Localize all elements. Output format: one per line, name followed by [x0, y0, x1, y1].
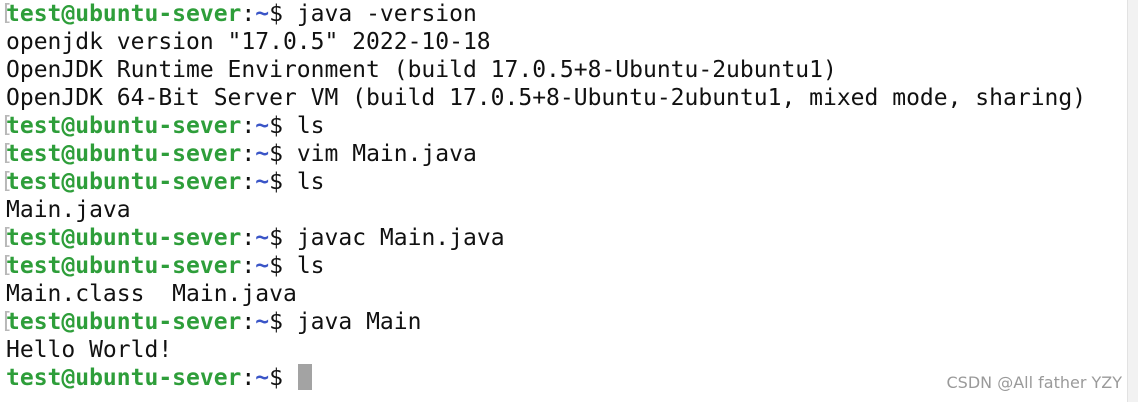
prompt-user-host: test@ubuntu-sever — [6, 141, 242, 167]
prompt-user-host: test@ubuntu-sever — [6, 113, 242, 139]
prompt-line: [test@ubuntu-sever:~$ javac Main.java| — [0, 224, 1137, 252]
terminal-output: [test@ubuntu-sever:~$ java -version|open… — [0, 0, 1137, 392]
prompt-path: ~ — [255, 253, 270, 279]
prompt-path: ~ — [255, 1, 270, 27]
prompt-separator: : — [241, 113, 256, 139]
prompt-line: [test@ubuntu-sever:~$ ls| — [0, 252, 1137, 280]
prompt-symbol: $ — [269, 309, 297, 335]
prompt-symbol: $ — [269, 225, 297, 251]
output-line: OpenJDK 64-Bit Server VM (build 17.0.5+8… — [6, 84, 1128, 112]
prompt-line: test@ubuntu-sever:~$ — [6, 364, 1128, 392]
prompt-user-host: test@ubuntu-sever — [6, 365, 242, 391]
prompt-line: [test@ubuntu-sever:~$ java Main| — [0, 308, 1137, 336]
command-text: ls — [296, 169, 325, 195]
line-marker: [ — [0, 169, 14, 194]
prompt-path: ~ — [255, 113, 270, 139]
command-text: ls — [296, 253, 325, 279]
output-text: OpenJDK 64-Bit Server VM (build 17.0.5+8… — [6, 85, 1087, 111]
prompt-symbol: $ — [269, 1, 297, 27]
output-line: Main.class Main.java — [6, 280, 1128, 308]
output-line: Hello World! — [6, 336, 1128, 364]
prompt-symbol: $ — [269, 113, 297, 139]
prompt-separator: : — [241, 365, 256, 391]
prompt-line: [test@ubuntu-sever:~$ java -version| — [0, 0, 1137, 28]
prompt-symbol: $ — [269, 365, 297, 391]
prompt-separator: : — [241, 169, 256, 195]
output-text: openjdk version "17.0.5" 2022-10-18 — [6, 29, 491, 55]
line-marker: [ — [0, 1, 14, 26]
command-text: java -version — [296, 1, 477, 27]
prompt-separator: : — [241, 141, 256, 167]
prompt-separator: : — [241, 309, 256, 335]
command-text: ls — [296, 113, 325, 139]
prompt-path: ~ — [255, 225, 270, 251]
prompt-separator: : — [241, 225, 256, 251]
output-line: OpenJDK Runtime Environment (build 17.0.… — [6, 56, 1128, 84]
scrollbar[interactable] — [1127, 0, 1138, 402]
output-line: openjdk version "17.0.5" 2022-10-18 — [6, 28, 1128, 56]
prompt-line: [test@ubuntu-sever:~$ ls| — [0, 168, 1137, 196]
prompt-separator: : — [241, 253, 256, 279]
prompt-line: [test@ubuntu-sever:~$ vim Main.java| — [0, 140, 1137, 168]
prompt-user-host: test@ubuntu-sever — [6, 1, 242, 27]
output-text: OpenJDK Runtime Environment (build 17.0.… — [6, 57, 837, 83]
watermark: CSDN @All father YZY — [946, 373, 1123, 392]
prompt-user-host: test@ubuntu-sever — [6, 225, 242, 251]
line-marker: [ — [0, 309, 14, 334]
line-marker: [ — [0, 225, 14, 250]
prompt-user-host: test@ubuntu-sever — [6, 309, 242, 335]
prompt-path: ~ — [255, 365, 270, 391]
prompt-separator: : — [241, 1, 256, 27]
prompt-path: ~ — [255, 141, 270, 167]
line-marker: [ — [0, 113, 14, 138]
line-marker: [ — [0, 141, 14, 166]
prompt-path: ~ — [255, 169, 270, 195]
command-text: javac Main.java — [296, 225, 505, 251]
prompt-path: ~ — [255, 309, 270, 335]
prompt-user-host: test@ubuntu-sever — [6, 253, 242, 279]
prompt-symbol: $ — [269, 141, 297, 167]
output-text: Main.class Main.java — [6, 281, 297, 307]
output-text: Hello World! — [6, 337, 173, 363]
prompt-symbol: $ — [269, 169, 297, 195]
prompt-user-host: test@ubuntu-sever — [6, 169, 242, 195]
output-line: Main.java — [6, 196, 1128, 224]
prompt-line: [test@ubuntu-sever:~$ ls| — [0, 112, 1137, 140]
text-cursor[interactable] — [297, 364, 312, 390]
command-text: java Main — [296, 309, 422, 335]
output-text: Main.java — [6, 197, 131, 223]
command-text: vim Main.java — [296, 141, 477, 167]
line-marker: [ — [0, 253, 14, 278]
prompt-symbol: $ — [269, 253, 297, 279]
